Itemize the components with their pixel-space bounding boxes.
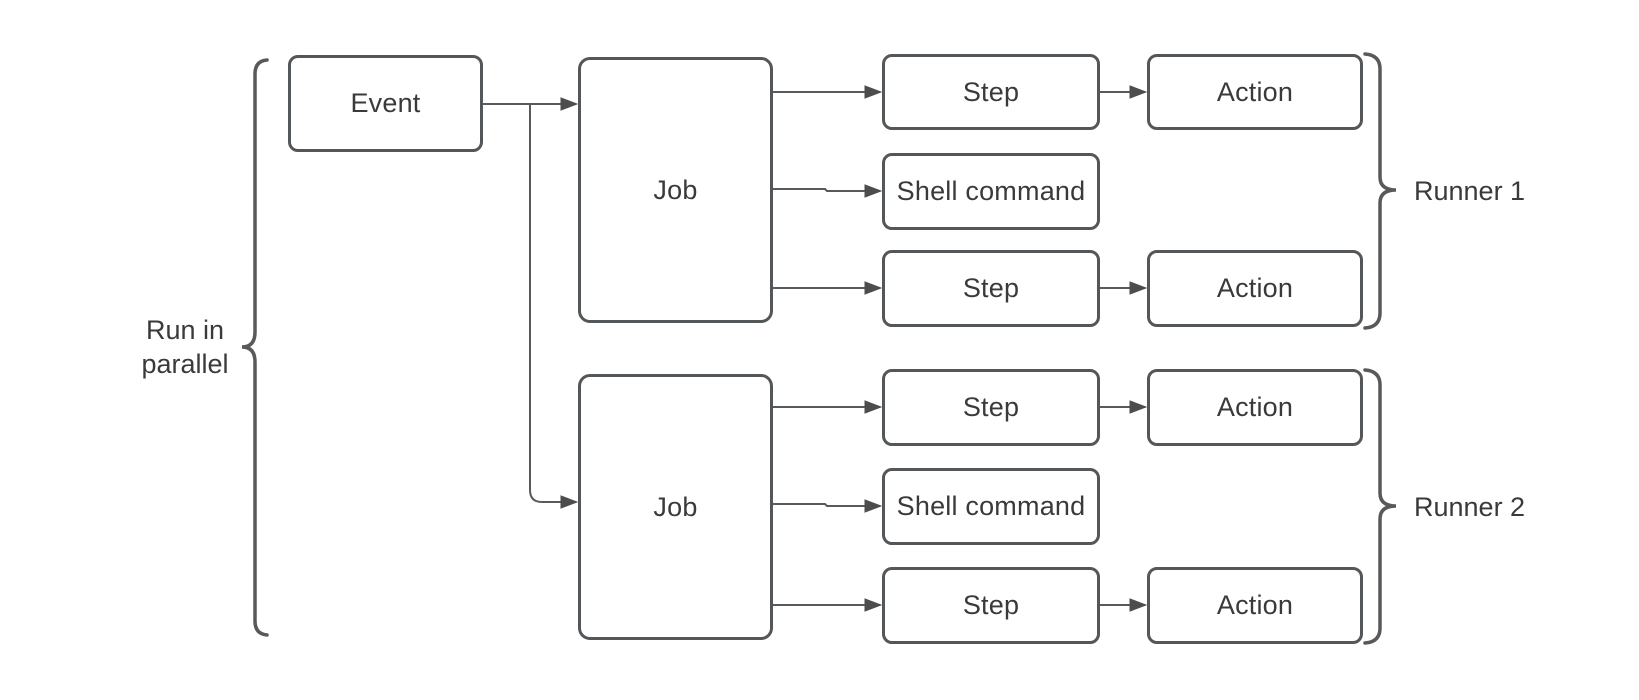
runner-1-label: Runner 1 (1414, 176, 1526, 206)
runner1-shell-command-node: Shell command (882, 153, 1100, 230)
runner1-action-1-node: Action (1147, 54, 1363, 130)
runner2-action-1-node: Action (1147, 369, 1363, 446)
runner2-step-1-node: Step (882, 369, 1100, 446)
runner1-action-2-node: Action (1147, 250, 1363, 327)
arrow-job2-to-shell (773, 504, 880, 506)
runner-2-label: Runner 2 (1414, 492, 1526, 522)
runner2-action-2-node: Action (1147, 567, 1363, 644)
runner1-step-1-node: Step (882, 54, 1100, 130)
arrow-job1-to-shell (773, 189, 880, 191)
runner-1-brace (1363, 52, 1397, 330)
arrow-event-to-job2 (529, 104, 576, 502)
runner2-shell-command-node: Shell command (882, 468, 1100, 545)
job-2-node: Job (578, 374, 773, 640)
job-1-node: Job (578, 57, 773, 323)
runner2-step-2-node: Step (882, 567, 1100, 644)
run-in-parallel-label: Run in parallel (141, 315, 229, 380)
runner-2-brace (1363, 368, 1397, 645)
event-node: Event (288, 55, 483, 152)
parallel-brace (241, 58, 269, 637)
runner1-step-2-node: Step (882, 250, 1100, 327)
